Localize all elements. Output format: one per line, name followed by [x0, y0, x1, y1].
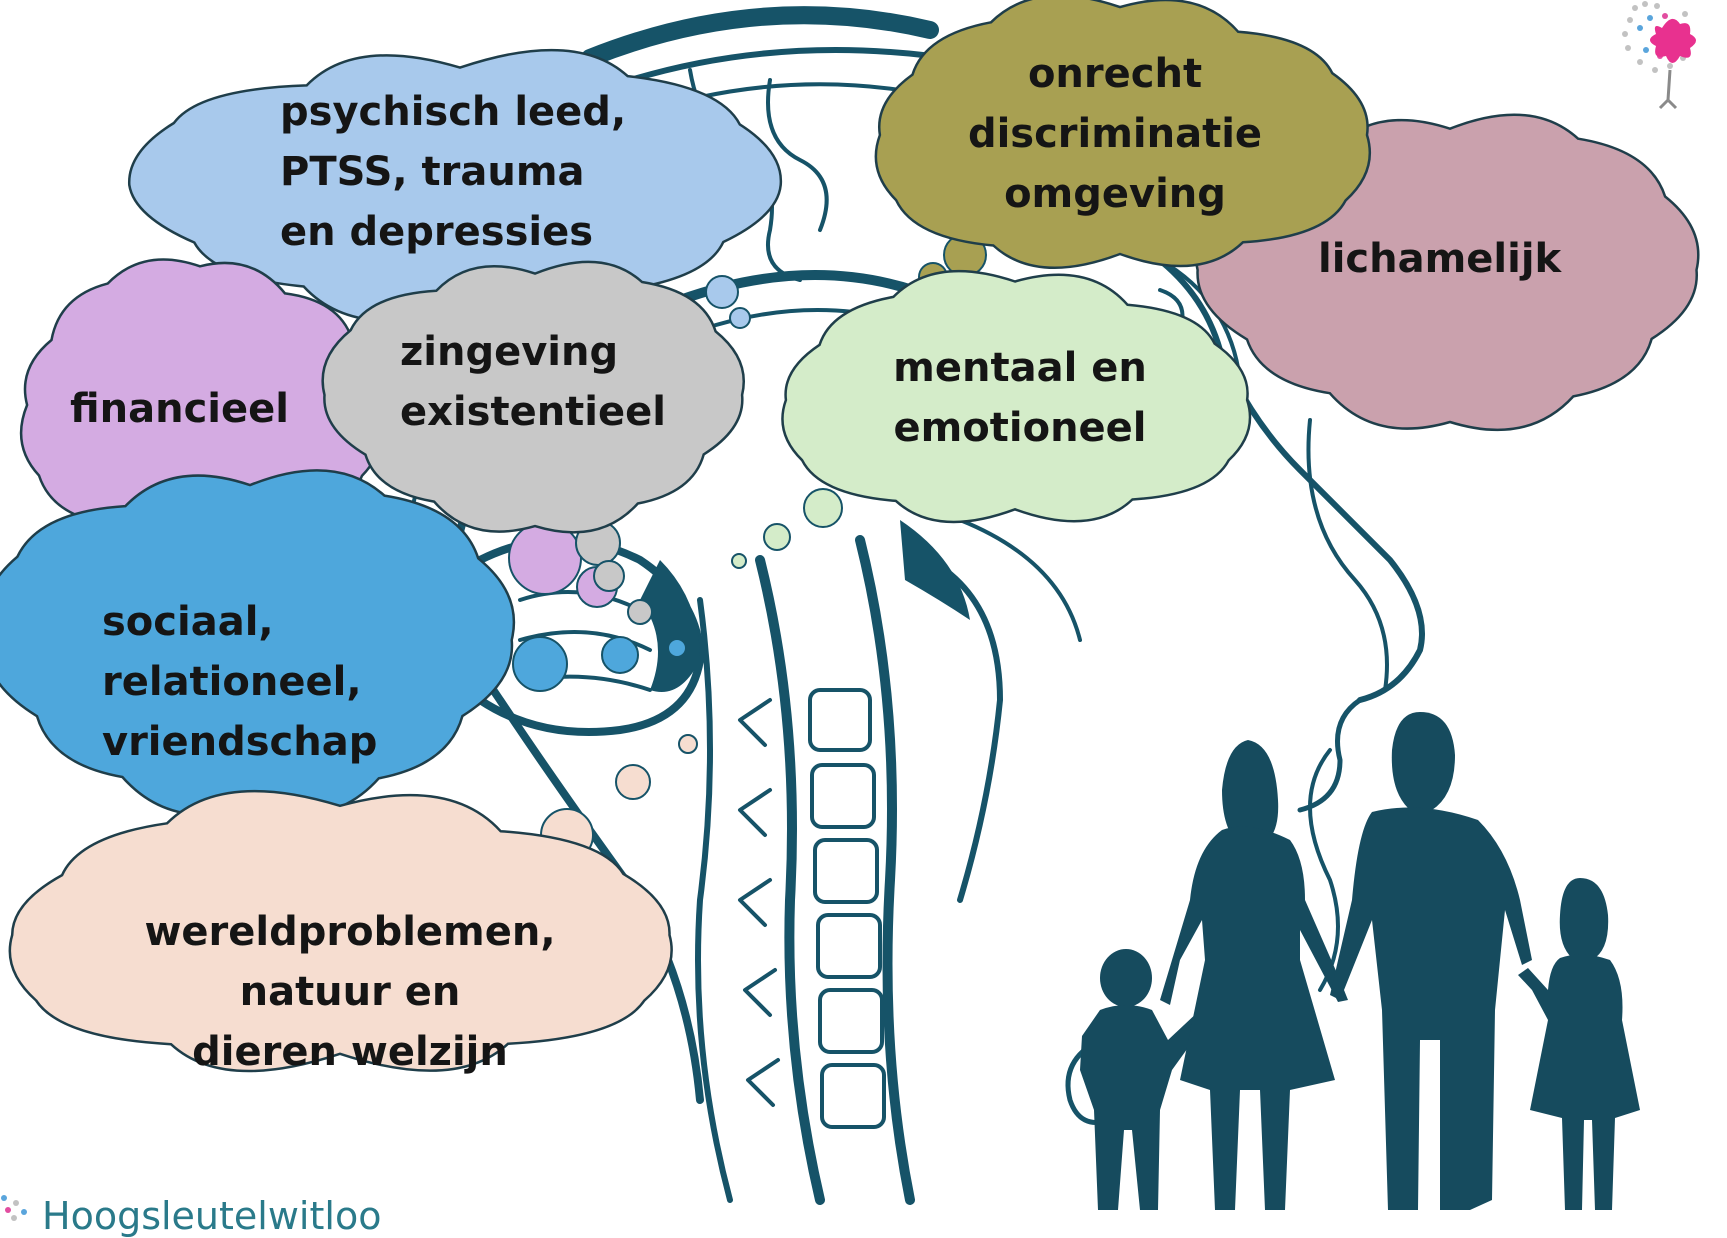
- label-line: lichamelijk: [1318, 236, 1562, 282]
- brain-dark-fills: [640, 520, 970, 692]
- footer-brand-text: Hoogsleutelwitloo: [42, 1194, 382, 1238]
- label-line: discriminatie: [967, 111, 1263, 157]
- label-line: financieel: [70, 386, 289, 432]
- man-silhouette: [1330, 712, 1532, 1210]
- label-line: dieren welzijn: [192, 1029, 508, 1075]
- label-line: omgeving: [1004, 171, 1226, 217]
- cloud-zingeving: [321, 260, 745, 534]
- label-line: sociaal,: [102, 599, 274, 645]
- label-line: wereldproblemen,: [144, 909, 556, 955]
- family-silhouette: [1080, 712, 1640, 1210]
- cloud-layer: [0, 0, 1700, 1073]
- label-line: existentieel: [400, 389, 666, 435]
- cloud-onrecht: [874, 0, 1372, 269]
- footer-logo-mark: [1, 1195, 27, 1221]
- cloud-sociaal: [0, 469, 516, 817]
- woman-silhouette: [1160, 740, 1348, 1210]
- label-line: psychisch leed,: [280, 89, 627, 135]
- label-line: en depressies: [280, 209, 594, 255]
- label-line: natuur en: [239, 969, 461, 1015]
- label-line: zingeving: [400, 329, 619, 375]
- cloud-label-zingeving: zingeving existentieel: [400, 322, 666, 442]
- thought-bubbles: [508, 233, 987, 862]
- cloud-label-sociaal: sociaal, relationeel, vriendschap: [102, 592, 377, 772]
- girl-silhouette: [1518, 878, 1640, 1210]
- cloud-mentaal: [781, 269, 1252, 524]
- label-line: PTSS, trauma: [280, 149, 585, 195]
- label-line: emotioneel: [893, 405, 1147, 451]
- label-line: onrecht: [1027, 51, 1203, 97]
- cloud-label-psychisch: psychisch leed, PTSS, trauma en depressi…: [280, 82, 626, 262]
- cloud-label-lichamelijk: lichamelijk: [1318, 229, 1561, 289]
- cloud-label-wereld: wereldproblemen, natuur en dieren welzij…: [110, 902, 590, 1082]
- cloud-label-financieel: financieel: [70, 379, 289, 439]
- boy-silhouette: [1080, 949, 1208, 1210]
- cloud-label-onrecht: onrecht discriminatie omgeving: [945, 44, 1285, 224]
- cloud-wereld: [8, 789, 673, 1073]
- label-line: vriendschap: [102, 719, 378, 765]
- label-line: mentaal en: [893, 345, 1147, 391]
- brand-logo: [1622, 1, 1696, 110]
- label-line: relationeel,: [102, 659, 362, 705]
- cloud-label-mentaal: mentaal en emotioneel: [880, 338, 1160, 458]
